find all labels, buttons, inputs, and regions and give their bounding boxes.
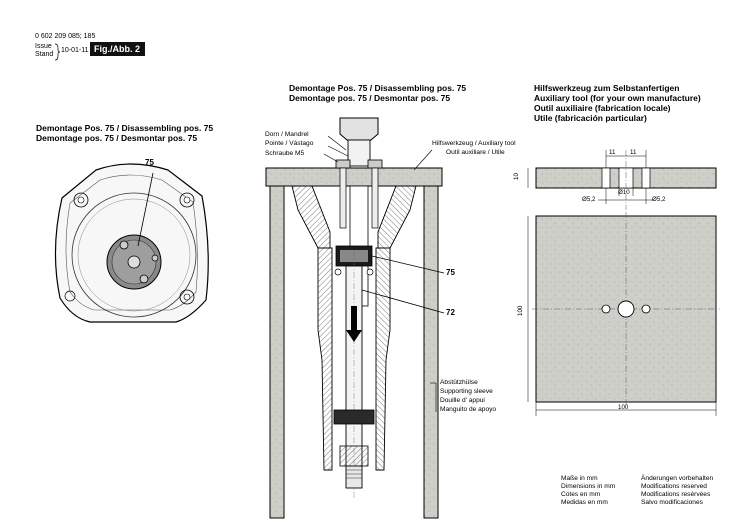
doc-number: 0 602 209 085; 185 [35,33,96,40]
dim-phi52-right: Ø5,2 [652,196,666,203]
right-title-line1: Hilfswerkzeug zum Selbstanfertigen [534,83,680,93]
center-title-line2: Demontage pos. 75 / Desmontar pos. 75 [289,93,451,103]
label-aux-tool-2: Outil auxiliare / Utile [446,149,505,156]
label-pointe: Pointe / Vástago [265,140,314,147]
issue-date: 10-01-11 [61,47,89,54]
callout-75: 75 [446,268,455,277]
center-title-line1: Demontage Pos. 75 / Disassembling pos. 7… [289,83,467,93]
label-mandrel: Dorn / Mandrel [265,131,309,138]
dim-100-bottom: 100 [618,404,629,411]
sleeve-label-es: Manguito de apoyo [440,406,497,413]
stand-label: Stand [35,51,54,58]
dim-11-left: 11 [609,149,616,156]
issue-label: Issue [35,43,52,50]
callout-72: 72 [446,308,455,317]
units-de: Maße in mm [561,475,598,482]
dim-10-thickness: 10 [513,173,520,180]
dim-phi52-left: Ø5,2 [582,196,596,203]
units-en: Dimensions in mm [561,483,616,490]
rights-de: Änderungen vorbehalten [641,475,714,482]
left-title-line1: Demontage Pos. 75 / Disassembling pos. 7… [36,123,214,133]
sleeve-label-de: Abstützhülse [440,379,478,386]
right-title-line3: Outil auxiliaire (fabrication locale) [534,103,671,113]
dim-phi10: Ø10 [618,189,630,196]
rights-fr: Modifications resérvées [641,491,711,498]
right-title-line2: Auxiliary tool (for your own manufacture… [534,93,701,103]
aux-tool-drawing [527,150,720,416]
dim-100-side: 100 [517,305,524,316]
disassembly-section-view [265,117,445,519]
units-es: Medidas en mm [561,499,608,506]
label-screw: Schraube M5 [265,150,305,157]
right-title-line4: Utile (fabricación particular) [534,113,647,123]
left-callout-75: 75 [145,158,154,167]
figure-label: Fig./Abb. 2 [90,42,145,56]
left-title-line2: Demontage pos. 75 / Desmontar pos. 75 [36,133,198,143]
rights-es: Salvo modificaciones [641,499,703,506]
sleeve-label-fr: Douille d' appui [440,397,485,404]
dim-11-right: 11 [630,149,637,156]
flange-top-view [54,163,209,323]
units-fr: Cotes en mm [561,491,601,498]
rights-en: Modifications reserved [641,483,707,490]
label-aux-tool-1: Hilfswerkzeug / Auxiliary tool [432,140,516,147]
sleeve-label-en: Supporting sleeve [440,388,493,395]
